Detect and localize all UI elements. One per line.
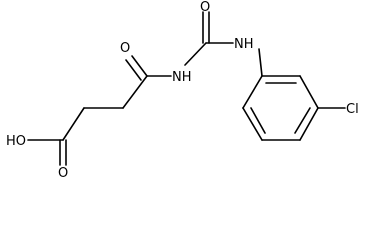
chlorine-label: Cl — [346, 102, 359, 117]
nh-aniline-label: NH — [234, 37, 254, 52]
bond-chain-3 — [62, 107, 85, 141]
ring-inner-bond-2 — [294, 107, 311, 134]
nh-imide-label: NH — [172, 70, 192, 85]
oxygen-ketone-label: O — [120, 41, 130, 56]
bond-nh-ring — [258, 48, 263, 77]
oxygen-urea-label: O — [200, 0, 210, 15]
bond-ketone-co-a — [131, 55, 148, 77]
ring-bond-2 — [299, 75, 319, 109]
ring-inner-bond-3 — [250, 107, 266, 134]
ring-bond-6 — [242, 75, 263, 109]
structure-diagram: O NH NH O HO O Cl — [6, 0, 359, 181]
bond-chain-1 — [122, 75, 148, 109]
hydroxyl-label: HO — [6, 134, 26, 149]
bond-ketone-co-b — [125, 59, 142, 81]
oxygen-acid-label: O — [58, 166, 68, 181]
ring-bond-3 — [299, 107, 319, 141]
ring-bond-5 — [242, 107, 263, 141]
bond-urea-c-imide-nh — [184, 42, 207, 66]
